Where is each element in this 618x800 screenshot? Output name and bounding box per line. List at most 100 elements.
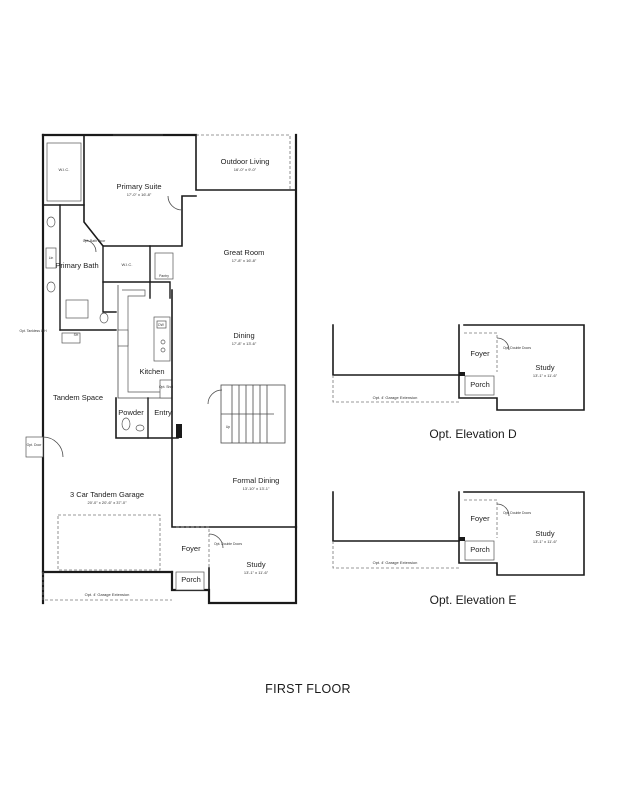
label-study-dim: 13'-1" x 11'-6" <box>244 570 269 575</box>
label-dining: Dining <box>233 331 254 340</box>
island-sink-2 <box>160 347 166 353</box>
elev-e-garage-wall <box>332 491 460 542</box>
elev-e-door-swing <box>496 503 510 517</box>
kitchen-counter <box>122 289 172 393</box>
opt-door-box <box>25 436 44 458</box>
elev-d-study: Study <box>535 363 554 372</box>
label-dw: DW <box>158 323 164 327</box>
elev-d-garage-wall <box>332 324 460 376</box>
label-garage-dim: 20'-0" x 20'-6" x 37'-0" <box>87 500 127 505</box>
label-formal-dining-dim: 13'-10" x 13'-1" <box>243 486 270 491</box>
label-garage-ext: Opt. 4' Garage Extension <box>85 592 130 597</box>
label-pantry: Pantry <box>159 274 169 278</box>
elev-d-foyer-outline <box>464 332 498 372</box>
main-floor-plan <box>25 133 298 605</box>
wic-closet <box>46 142 82 202</box>
tankless-wh-pad <box>61 332 81 344</box>
garage-extension-outline <box>42 572 172 601</box>
dishwasher <box>156 320 167 329</box>
suite-door-swing <box>167 195 183 211</box>
label-wic-center: W.I.C. <box>122 262 133 267</box>
label-up: Up <box>226 425 230 429</box>
elevation-d-plan: Foyer Opt. Double Doors Study 13'-1" x 1… <box>332 324 585 411</box>
bath-door-swing <box>83 239 97 253</box>
label-foyer: Foyer <box>181 544 201 553</box>
label-lin: Lin <box>49 256 54 260</box>
elev-d-garage-ext <box>332 375 459 403</box>
wall-powder <box>115 397 179 439</box>
wall-primary-suite <box>83 134 197 247</box>
elev-e-study-walls <box>458 491 585 576</box>
label-formal-dining: Formal Dining <box>233 476 280 485</box>
label-great-room: Great Room <box>224 248 265 257</box>
elev-e-porch-label: Porch <box>470 545 490 554</box>
elev-d-study-walls <box>458 324 585 411</box>
label-primary-suite-dim: 17'-0" x 16'-8" <box>127 192 152 197</box>
label-great-room-dim: 17'-8" x 16'-8" <box>232 258 257 263</box>
foyer-outline <box>176 526 210 568</box>
garage-door-swing <box>42 436 64 458</box>
kitchen-outline <box>117 285 172 399</box>
study-door-swing <box>208 533 224 549</box>
sink-1 <box>46 216 56 228</box>
sink-2 <box>46 281 56 293</box>
elev-e-column <box>459 537 465 541</box>
label-powder: Powder <box>118 408 144 417</box>
label-opt-door: Opt. Door <box>27 443 43 447</box>
label-primary-suite: Primary Suite <box>116 182 161 191</box>
powder-toilet <box>121 417 131 431</box>
elev-d-door-swing <box>496 337 510 351</box>
elev-d-column <box>459 372 465 376</box>
stair-treads <box>221 385 274 443</box>
wall-pantry <box>149 245 171 299</box>
column <box>176 424 182 438</box>
label-tandem-space: Tandem Space <box>53 393 103 402</box>
label-kitchen: Kitchen <box>139 367 164 376</box>
outdoor-living-outline <box>196 134 291 190</box>
label-opt-double-doors: Opt. Double Doors <box>214 542 242 546</box>
wall-study-porch <box>170 525 298 605</box>
powder-sink <box>135 424 145 432</box>
label-porch: Porch <box>181 575 201 584</box>
elev-e-garage-ext <box>332 541 459 569</box>
stair-door-swing <box>207 389 223 405</box>
elev-e-foyer: Foyer <box>470 514 490 523</box>
opt-shelf <box>159 379 173 399</box>
elev-e-opt-double-doors: Opt. Double Doors <box>503 511 531 515</box>
label-entry: Entry <box>154 408 172 417</box>
elev-e-garage-ext-label: Opt. 4' Garage Extension <box>373 560 418 565</box>
elevation-e-caption: Opt. Elevation E <box>430 593 517 607</box>
wall-living-west <box>171 289 297 528</box>
elev-d-study-dim: 13'-1" x 11'-6" <box>533 373 558 378</box>
elevation-e-plan: Foyer Opt. Double Doors Study 13'-1" x 1… <box>332 491 585 576</box>
label-sh: SH <box>74 333 79 337</box>
label-opt-tankless: Opt. Tankless WH <box>19 329 47 333</box>
label-garage: 3 Car Tandem Garage <box>70 490 144 499</box>
elev-e-foyer-outline <box>464 499 498 538</box>
garage-parking-outline <box>57 514 161 571</box>
label-opt-shel: Opt. Shel <box>159 385 173 389</box>
label-primary-bath: Primary Bath <box>55 261 98 270</box>
elev-d-opt-double-doors: Opt. Double Doors <box>503 346 531 350</box>
label-study: Study <box>246 560 265 569</box>
label-dining-dim: 17'-8" x 13'-6" <box>232 341 257 346</box>
elev-d-foyer: Foyer <box>470 349 490 358</box>
elev-e-study: Study <box>535 529 554 538</box>
island-sink-1 <box>160 339 166 345</box>
range <box>117 329 129 347</box>
sheet-title: FIRST FLOOR <box>265 682 351 696</box>
label-outdoor-living: Outdoor Living <box>221 157 270 166</box>
label-opt-bath-door: Opt. Bath Door <box>83 239 106 243</box>
elevation-d-caption: Opt. Elevation D <box>429 427 517 441</box>
shower <box>65 299 89 319</box>
pantry-shelves <box>154 252 174 280</box>
wall-outdoor-living <box>195 134 297 191</box>
label-wic-left: W.I.C. <box>59 167 70 172</box>
linen-closet <box>45 247 57 269</box>
elev-e-study-dim: 13'-1" x 11'-6" <box>533 539 558 544</box>
elev-e-porch <box>464 540 495 561</box>
porch-outline <box>175 571 205 591</box>
wall-bath-east <box>102 245 117 313</box>
